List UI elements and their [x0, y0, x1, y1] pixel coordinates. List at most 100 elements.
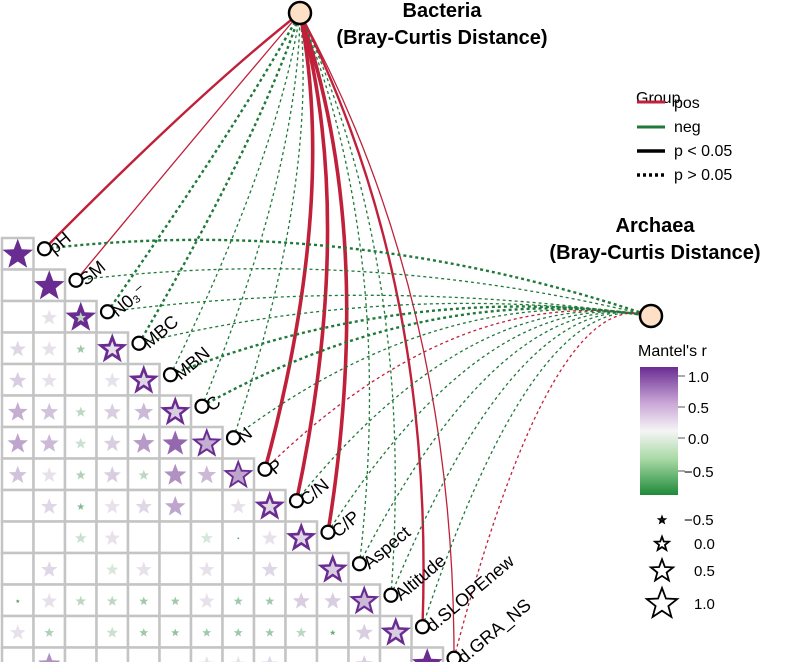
- archaea-node: [638, 303, 664, 329]
- correlation-star: [198, 593, 215, 608]
- matrix-cell: [315, 646, 350, 662]
- correlation-star: [292, 592, 310, 609]
- mantel-link-archaea: [75, 268, 652, 317]
- correlation-star: [104, 372, 121, 388]
- matrix-cell: [32, 520, 67, 555]
- correlation-star: [198, 561, 215, 577]
- correlation-star: [171, 628, 180, 637]
- variable-node: [194, 398, 210, 414]
- correlation-star: [103, 434, 121, 452]
- variable-node: [99, 304, 116, 320]
- variable-nodes: [36, 241, 462, 662]
- mantel-link-bacteria: [298, 12, 349, 533]
- correlation-star: [196, 433, 217, 453]
- correlation-star: [202, 628, 212, 637]
- size-legend-star: [652, 534, 672, 553]
- mantel-link-bacteria: [201, 12, 301, 407]
- mantel-link-archaea: [358, 311, 652, 565]
- matrix-cell: [158, 551, 193, 586]
- matrix-cell: [284, 551, 319, 586]
- colorbar-label-1: 1.0: [688, 369, 709, 386]
- matrix-cell: [221, 646, 256, 662]
- matrix-cell: [126, 520, 161, 555]
- size-legend-star: [644, 585, 680, 620]
- correlation-star: [75, 595, 87, 606]
- variable-label: MBC: [139, 311, 182, 352]
- matrix-cell: [189, 646, 224, 662]
- mantel-link-bacteria: [137, 12, 302, 344]
- variable-node: [414, 619, 431, 635]
- correlation-star: [104, 498, 121, 514]
- correlation-star: [261, 530, 278, 545]
- correlation-star: [41, 593, 58, 608]
- matrix-cell: [221, 551, 256, 586]
- colorbar-label-m05: −0.5: [684, 464, 714, 481]
- colorbar-gradient: [640, 367, 678, 495]
- correlation-star: [324, 560, 342, 578]
- correlation-star: [355, 623, 373, 641]
- matrix-cell: [347, 646, 382, 662]
- variable-node: [288, 493, 305, 509]
- correlation-star: [354, 591, 374, 610]
- mantel-link-archaea: [107, 294, 652, 317]
- correlation-star: [139, 596, 149, 606]
- correlation-star: [39, 433, 59, 452]
- diagonal-star: [2, 238, 33, 268]
- correlation-star: [198, 656, 215, 662]
- legend-pos-label: pos: [674, 95, 700, 112]
- matrix-cell: [32, 362, 67, 397]
- mantel-link-bacteria: [263, 12, 315, 470]
- correlation-star: [230, 498, 247, 514]
- correlation-star: [41, 561, 58, 577]
- matrix-cell: [378, 646, 413, 662]
- correlation-star: [103, 466, 121, 483]
- mantel-links: [43, 12, 652, 659]
- mantel-link-archaea: [233, 308, 652, 439]
- correlation-star: [7, 401, 28, 421]
- correlation-star: [41, 498, 58, 514]
- bacteria-subtitle: (Bray-Curtis Distance): [336, 27, 547, 49]
- correlation-star: [329, 629, 336, 636]
- colorbar-label-0: 0.0: [688, 431, 709, 448]
- correlation-star: [9, 340, 26, 357]
- size-legend-star: [648, 556, 676, 583]
- mantel-link-bacteria: [299, 12, 455, 659]
- correlation-star: [164, 495, 186, 516]
- correlation-star: [103, 403, 121, 420]
- correlation-star: [200, 531, 213, 544]
- variable-node: [225, 430, 242, 446]
- correlation-star: [75, 532, 87, 544]
- size-label-0: 0.0: [694, 536, 715, 553]
- matrix-cell: [0, 488, 35, 523]
- matrix-cell: [189, 488, 224, 523]
- mantel-link-archaea: [390, 311, 652, 596]
- size-label-05: 0.5: [694, 563, 715, 580]
- mantel-link-archaea: [327, 311, 652, 533]
- correlation-star: [293, 529, 310, 546]
- correlation-star: [44, 627, 55, 637]
- mantel-link-bacteria: [43, 12, 301, 250]
- variable-node: [131, 335, 147, 351]
- correlation-star: [104, 530, 121, 545]
- correlation-star: [170, 596, 180, 606]
- mantel-link-bacteria: [106, 12, 302, 313]
- matrix-cell: [0, 299, 35, 334]
- correlation-star: [104, 341, 121, 356]
- correlation-star: [41, 372, 58, 388]
- correlation-star: [324, 592, 342, 609]
- matrix-cell: [126, 646, 161, 662]
- size-legend: −0.5 0.0 0.5 1.0: [644, 512, 715, 620]
- correlation-star: [133, 432, 155, 453]
- group-legend: Group pos neg p < 0.05 p > 0.05: [636, 90, 732, 184]
- correlation-star: [233, 596, 243, 606]
- correlation-star: [135, 561, 152, 577]
- matrix-cell: [63, 362, 98, 397]
- variable-label: Altitude: [391, 550, 450, 604]
- mantel-link-archaea: [44, 238, 652, 318]
- diagonal-star: [412, 648, 443, 662]
- mantel-link-archaea: [421, 312, 652, 627]
- correlation-star: [38, 652, 61, 662]
- correlation-star: [233, 628, 243, 637]
- correlation-star: [138, 469, 150, 480]
- size-label-m05: −0.5: [684, 512, 714, 529]
